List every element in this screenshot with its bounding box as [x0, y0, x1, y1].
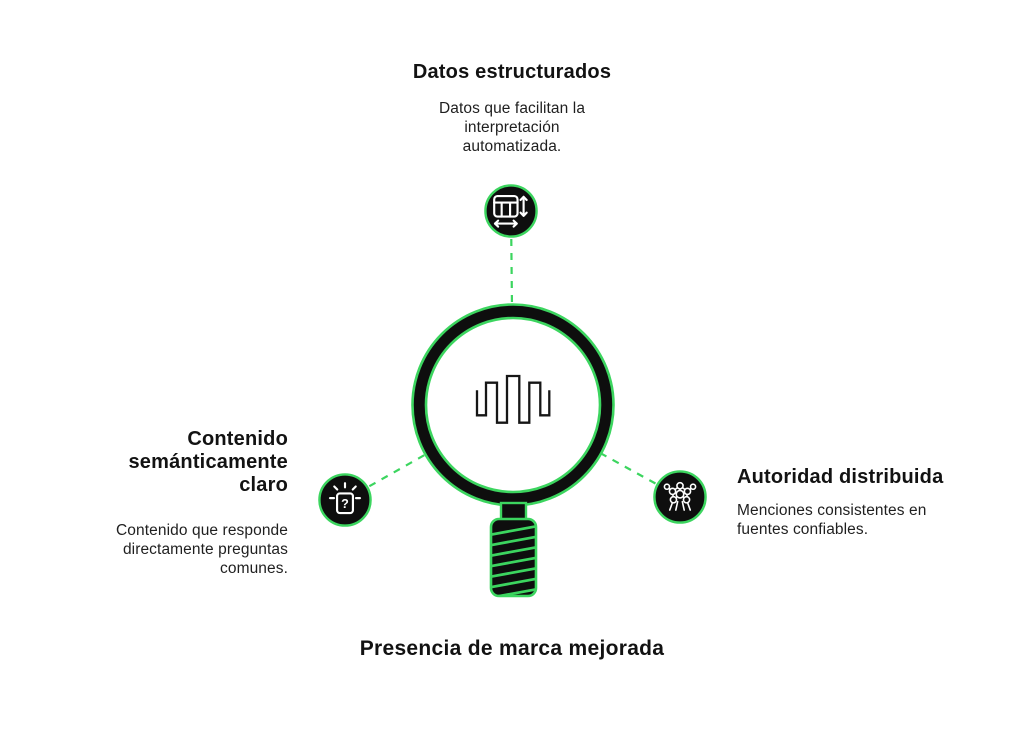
right-node-description: Menciones consistentes en fuentes confia…	[737, 502, 927, 538]
connector-top	[509, 210, 515, 406]
question-card-glyph	[328, 482, 362, 515]
structured-data-table-icon	[484, 184, 538, 238]
left-node-title: Contenido semánticamente claro	[128, 428, 288, 496]
table-glyph	[493, 194, 528, 228]
magnifier-waveform-icon	[411, 303, 615, 598]
left-node-description: Contenido que responde directamente preg…	[116, 522, 288, 577]
waveform-glyph	[475, 374, 551, 424]
icon-badge-circle	[318, 473, 372, 527]
handle-grip-stripes	[491, 524, 536, 596]
question-card-idea-icon: ?	[318, 473, 372, 527]
footer-title: Presencia de marca mejorada	[359, 637, 665, 660]
question-mark-glyph: ?	[341, 497, 349, 511]
top-node-description: Datos que facilitan la interpretación au…	[438, 100, 586, 155]
right-node-title: Autoridad distribuida	[737, 466, 944, 488]
people-network-icon	[653, 470, 707, 524]
network-nodes	[663, 481, 697, 504]
top-node-title: Datos estructurados	[412, 61, 612, 83]
magnifier-lens	[424, 316, 602, 494]
